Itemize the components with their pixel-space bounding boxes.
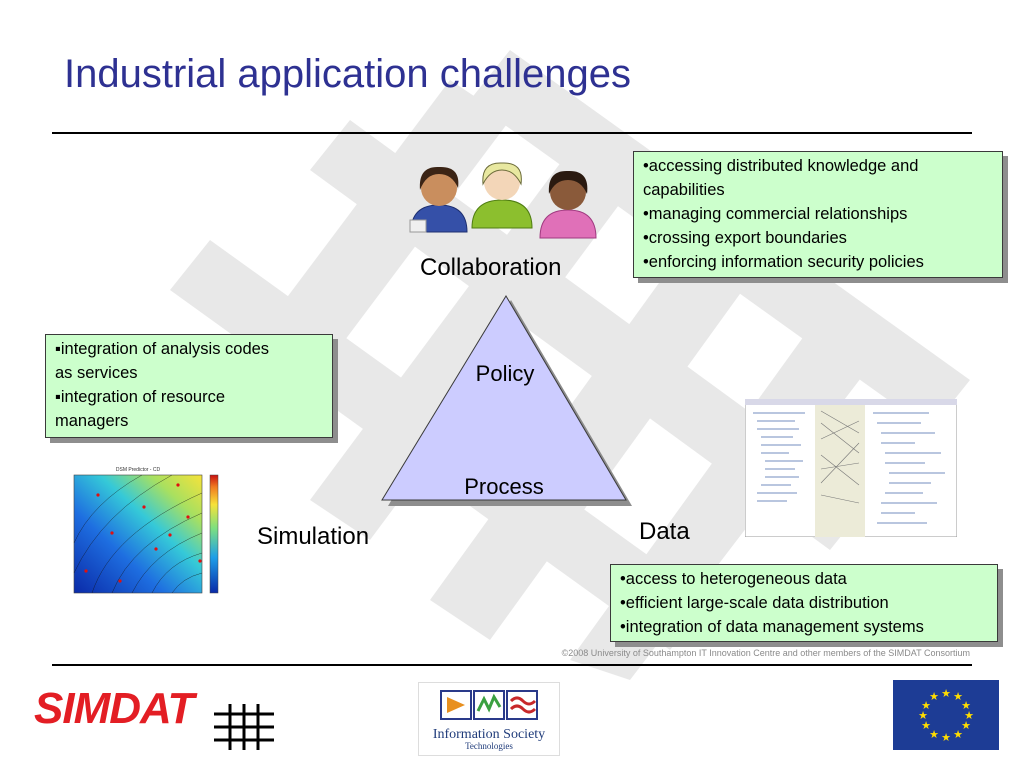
svg-text:★: ★ xyxy=(929,728,939,741)
svg-text:★: ★ xyxy=(953,728,963,741)
footer-divider xyxy=(52,664,972,666)
copyright-notice: ©2008 University of Southampton IT Innov… xyxy=(561,648,970,658)
simulation-line-2: as services xyxy=(55,364,138,382)
svg-text:★: ★ xyxy=(961,719,971,732)
svg-text:★: ★ xyxy=(921,719,931,732)
svg-text:★: ★ xyxy=(961,699,971,712)
process-label: Process xyxy=(464,474,544,499)
simulation-contour-plot: DSM Predictor - CD xyxy=(52,463,237,606)
data-challenges-box: •access to heterogeneous data •efficient… xyxy=(610,564,998,642)
svg-text:★: ★ xyxy=(953,690,963,703)
eu-flag-icon: ★★★ ★★★ ★★★ ★★★ xyxy=(893,680,999,750)
simulation-line-3: ▪integration of resource xyxy=(55,388,226,406)
simulation-challenges-box: ▪integration of analysis codes as servic… xyxy=(45,334,333,438)
data-label: Data xyxy=(639,518,690,545)
data-line-1: •access to heterogeneous data xyxy=(620,570,847,588)
data-line-3: •integration of data management systems xyxy=(620,618,924,636)
person-icon-middle xyxy=(471,162,533,229)
data-line-2: •efficient large-scale data distribution xyxy=(620,594,889,612)
collaboration-line-2: capabilities xyxy=(643,181,725,199)
svg-text:★: ★ xyxy=(941,687,951,700)
grid-logo-icon xyxy=(214,704,274,750)
ist-logo-line-2: Technologies xyxy=(465,741,513,751)
person-icon-right xyxy=(539,170,597,239)
ist-logo-line-1: Information Society xyxy=(432,727,546,742)
collaboration-line-5: •enforcing information security policies xyxy=(643,253,924,271)
simdat-logo: SIMDAT xyxy=(34,684,194,733)
collaboration-line-1: •accessing distributed knowledge and xyxy=(643,157,919,175)
people-group-icon xyxy=(409,162,597,239)
svg-text:★: ★ xyxy=(918,709,928,722)
simulation-plot-title: DSM Predictor - CD xyxy=(116,467,161,473)
ist-symbols-icon xyxy=(440,690,538,720)
collaboration-challenges-box: •accessing distributed knowledge and cap… xyxy=(633,151,1003,278)
svg-text:★: ★ xyxy=(941,731,951,744)
collaboration-line-4: •crossing export boundaries xyxy=(643,229,847,247)
simulation-line-1: ▪integration of analysis codes xyxy=(55,340,270,358)
person-icon-left xyxy=(409,166,468,233)
collaboration-label: Collaboration xyxy=(420,254,562,281)
data-mapping-screenshot xyxy=(745,399,957,537)
collaboration-line-3: •managing commercial relationships xyxy=(643,205,908,223)
policy-process-triangle xyxy=(381,295,632,506)
svg-text:★: ★ xyxy=(921,699,931,712)
slide-title: Industrial application challenges xyxy=(64,52,632,96)
simulation-line-4: managers xyxy=(55,412,129,430)
title-divider xyxy=(52,132,972,134)
simulation-label: Simulation xyxy=(257,523,370,550)
information-society-logo: Information Society Technologies xyxy=(418,682,560,756)
policy-label: Policy xyxy=(475,361,535,386)
eu-stars-icon: ★★★ ★★★ ★★★ ★★★ xyxy=(918,687,974,744)
svg-text:★: ★ xyxy=(964,709,974,722)
svg-text:★: ★ xyxy=(929,690,939,703)
